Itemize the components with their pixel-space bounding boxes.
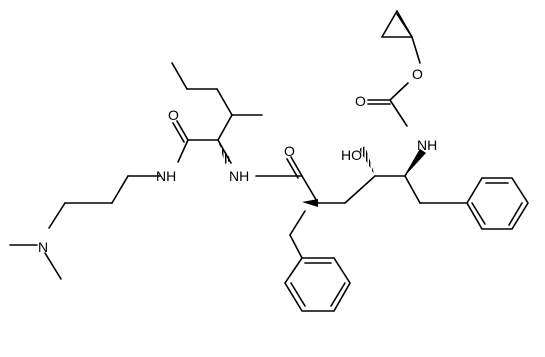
wedge-bond xyxy=(404,149,426,177)
bond xyxy=(111,175,129,204)
bond xyxy=(330,282,346,307)
bond xyxy=(44,252,62,280)
hashed-bond xyxy=(359,146,375,176)
atom-label-nh-boc: NH xyxy=(417,137,437,153)
bond xyxy=(289,210,306,236)
bond xyxy=(396,13,413,38)
bond xyxy=(48,202,66,229)
bond xyxy=(301,175,319,204)
bond xyxy=(172,122,185,143)
atom-labels: O O NH HO O NH O NH N xyxy=(38,66,437,255)
atom-label-o-amide-left: O xyxy=(168,107,179,123)
bond xyxy=(411,36,421,64)
bond xyxy=(471,202,486,225)
bond xyxy=(508,202,523,226)
hashed-bond xyxy=(218,140,231,164)
phenyl-ring-bottom xyxy=(284,257,351,312)
bond-lines xyxy=(9,10,529,312)
bond xyxy=(286,158,299,179)
atom-label-nh-amide-left: NH xyxy=(156,168,176,184)
atom-label-o-carbonyl: O xyxy=(355,93,366,109)
bond xyxy=(290,282,306,307)
bond xyxy=(389,99,408,127)
bond xyxy=(290,156,303,177)
bond xyxy=(217,114,233,141)
bond xyxy=(344,175,376,204)
bond xyxy=(171,62,188,90)
atom-label-o-amide-mid: O xyxy=(284,143,295,159)
stereo-wedges xyxy=(218,140,426,207)
bond xyxy=(389,82,409,101)
bond xyxy=(216,88,233,116)
atom-label-o-ether: O xyxy=(412,66,423,82)
atom-label-ho: HO xyxy=(341,147,362,163)
bond xyxy=(381,10,398,38)
bond xyxy=(404,175,421,204)
bond xyxy=(176,120,189,141)
bond xyxy=(177,139,189,163)
wedge-bond xyxy=(302,199,318,207)
atom-label-nh-amide-mid: NH xyxy=(229,168,249,184)
atom-label-n-dimethyl: N xyxy=(38,239,48,255)
phenyl-ring-right xyxy=(466,177,529,230)
bond xyxy=(289,234,303,259)
